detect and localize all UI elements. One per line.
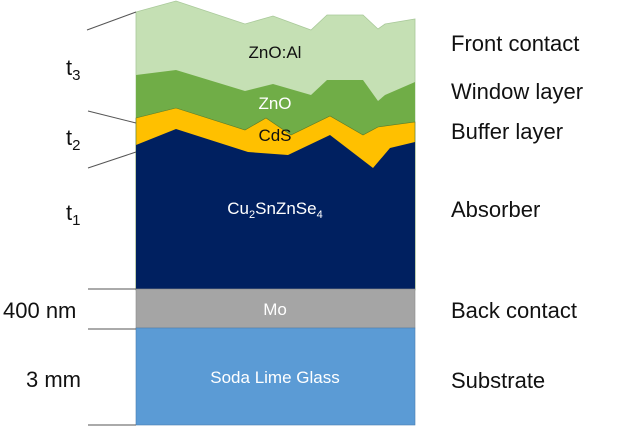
front-contact-role-label: Front contact [451, 31, 579, 56]
back-contact-material-label: Mo [263, 300, 287, 319]
absorber-role-label: Absorber [451, 197, 540, 222]
t1-label: t1 [66, 200, 80, 229]
back-contact-role-label: Back contact [451, 298, 577, 323]
substrate-material-label: Soda Lime Glass [210, 368, 339, 387]
absorber-layer [136, 129, 415, 290]
t3-label: t3 [66, 55, 80, 84]
front-contact-material-label: ZnO:Al [249, 43, 302, 62]
back-contact-layer [135, 288, 416, 329]
substrate-role-label: Substrate [451, 368, 545, 393]
t2-label: t2 [66, 125, 80, 154]
thickness-markers [86, 11, 137, 426]
window-material-label: ZnO [258, 94, 291, 113]
absorber-material-label: Cu2SnZnSe4 [227, 199, 322, 221]
marker-line [87, 151, 137, 169]
buffer-material-label: CdS [258, 126, 291, 145]
marker-line [87, 110, 137, 124]
marker-line [86, 11, 137, 31]
substrate-layer [135, 327, 416, 426]
buffer-role-label: Buffer layer [451, 119, 563, 144]
mo-thickness-label: 400 nm [3, 298, 76, 323]
glass-thickness-label: 3 mm [26, 367, 81, 392]
window-role-label: Window layer [451, 79, 583, 104]
